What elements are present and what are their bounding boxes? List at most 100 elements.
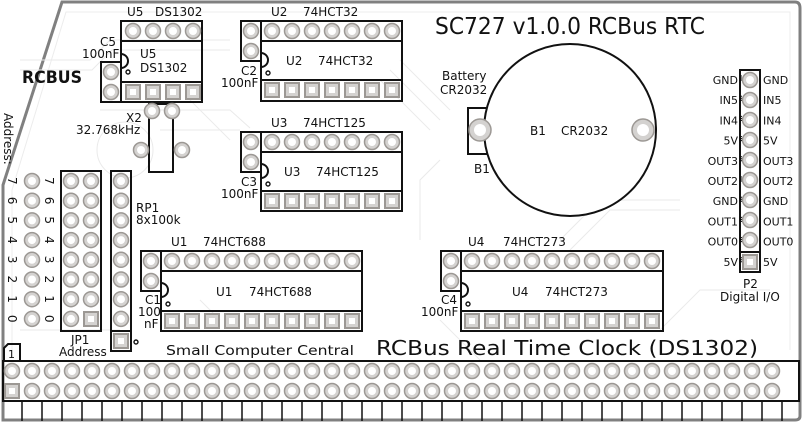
- pad-hole: [268, 387, 276, 395]
- b1-part: CR2032: [561, 124, 608, 138]
- u1-part-top: 74HCT688: [203, 235, 266, 249]
- c4-cap: C4 100nF: [421, 250, 462, 319]
- pad-hole: [288, 138, 296, 146]
- pad-hole: [608, 257, 616, 265]
- pad-hole: [768, 387, 776, 395]
- x2-outline: [148, 103, 174, 173]
- pad-hole: [269, 318, 275, 324]
- u5-pads: [124, 22, 202, 100]
- maker-label: Small Computer Central: [166, 344, 354, 359]
- pad-hole: [309, 87, 315, 93]
- pad-hole: [150, 89, 156, 95]
- u1-pin1-dot: [165, 301, 171, 307]
- c2-outline: [240, 20, 262, 62]
- pad-hole: [148, 387, 156, 395]
- u1-ref-body: U1: [216, 285, 232, 299]
- pad-hole: [268, 27, 276, 35]
- u2-part-top: 74HCT32: [303, 5, 358, 19]
- x2-crystal: X2 32.768kHz: [76, 102, 191, 173]
- pad-hole: [328, 257, 336, 265]
- pad-hole: [87, 216, 95, 225]
- board-keepout-line: [11, 11, 791, 350]
- pad-hole: [428, 387, 436, 395]
- pad-hole: [328, 387, 336, 395]
- address-bit-label: 0: [42, 315, 56, 323]
- pad-hole: [368, 367, 376, 375]
- pad-hole: [28, 196, 36, 205]
- u5-part-top: DS1302: [155, 5, 202, 19]
- p2-pin-label-right: OUT0: [763, 236, 793, 249]
- pad-hole: [548, 367, 556, 375]
- c3-ref: C3: [241, 175, 257, 189]
- c1-outline: [140, 250, 162, 292]
- pad-hole: [609, 318, 615, 324]
- pad-hole: [728, 387, 736, 395]
- p2-label: Digital I/O: [720, 290, 780, 304]
- rp1-pin1-dot: [133, 339, 139, 345]
- jp1-outline: [60, 170, 102, 332]
- pad-hole: [168, 367, 176, 375]
- address-bit-label: 2: [42, 276, 56, 284]
- b1-holder-ref: B1: [474, 162, 490, 176]
- c5-ref: C5: [100, 35, 116, 49]
- pad-hole: [117, 275, 125, 284]
- pad-hole: [67, 196, 75, 205]
- pad-hole: [209, 318, 215, 324]
- b1-pads: [468, 118, 655, 142]
- pad-hole: [48, 367, 56, 375]
- pad-hole: [117, 196, 125, 205]
- pad-hole: [747, 259, 753, 265]
- pad-hole: [148, 107, 156, 115]
- u2-pads: [263, 22, 401, 98]
- p2-pin-label-right: GND: [763, 195, 788, 208]
- pad-hole: [308, 387, 316, 395]
- pad-hole: [648, 387, 656, 395]
- pad-hole: [746, 116, 754, 124]
- pad-hole: [148, 367, 156, 375]
- pad-hole: [87, 196, 95, 205]
- u4-part-body: 74HCT273: [545, 285, 608, 299]
- p2-pin-label-left: 5V: [723, 135, 738, 148]
- address-heading: Address:: [1, 113, 15, 165]
- u5-ref-body: U5: [140, 47, 156, 61]
- c4-outline: [440, 250, 462, 292]
- c1-value-line2: nF: [144, 317, 159, 331]
- p2-pin-label-left: OUT3: [708, 155, 738, 168]
- pad-hole: [28, 367, 36, 375]
- pad-hole: [349, 318, 355, 324]
- pad-hole: [637, 124, 649, 136]
- pad-hole: [447, 257, 455, 265]
- pad-hole: [149, 27, 157, 35]
- pad-hole: [569, 318, 575, 324]
- pad-hole: [208, 367, 216, 375]
- u4-chip: U4 74HCT273 U4 74HCT273: [460, 235, 664, 332]
- pad-hole: [28, 216, 36, 225]
- pad-hole: [388, 387, 396, 395]
- pad-hole: [228, 257, 236, 265]
- pad-hole: [170, 89, 176, 95]
- pad-hole: [67, 295, 75, 304]
- u2-ref-body: U2: [286, 54, 302, 68]
- pad-hole: [268, 257, 276, 265]
- pad-hole: [247, 27, 255, 35]
- pad-hole: [488, 387, 496, 395]
- p2-pin-tick: [739, 136, 742, 142]
- pad-hole: [229, 318, 235, 324]
- p2-pin-label-right: OUT3: [763, 155, 793, 168]
- pad-hole: [469, 318, 475, 324]
- pad-hole: [188, 257, 196, 265]
- pad-hole: [268, 367, 276, 375]
- pad-hole: [746, 136, 754, 144]
- p2-pin-tick: [739, 257, 742, 263]
- u3-chip: U3 74HCT125 U3 74HCT125: [260, 116, 403, 212]
- pad-hole: [168, 107, 176, 115]
- c1-pads: [142, 252, 160, 290]
- x2-pads: [132, 102, 191, 159]
- pad-hole: [130, 89, 136, 95]
- u2-ref-top: U2: [271, 5, 287, 19]
- address-bit-label: 0: [5, 315, 19, 323]
- c4-ref: C4: [441, 293, 457, 307]
- rp1-value: 8x100k: [136, 213, 181, 227]
- pad-hole: [708, 387, 716, 395]
